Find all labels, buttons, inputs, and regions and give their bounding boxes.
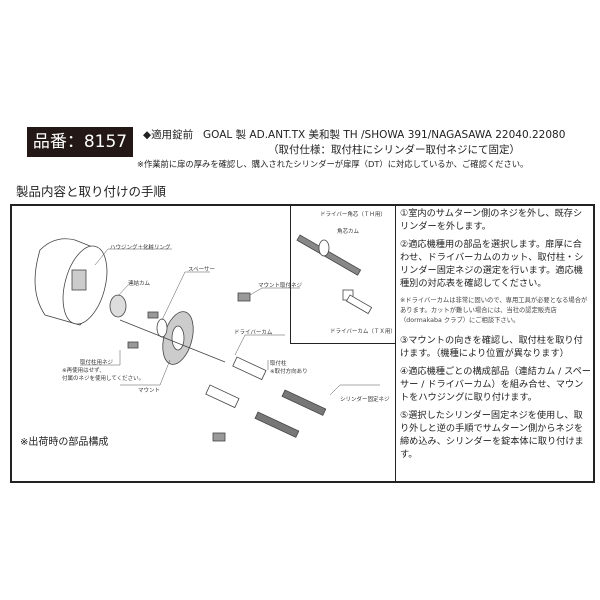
section-title: 製品内容と取り付けの手順 [16,184,167,199]
label-spacer: スペーサー [188,267,216,273]
link-cam-drawing [109,294,127,318]
label-cylinder-screw: シリンダー固定ネジ [340,397,390,403]
step-5: ⑤選択したシリンダー固定ネジを使用し、取り外しと逆の手順でサムターン側からネジを… [400,410,584,460]
mount-screw-drawing-2 [212,432,226,442]
alt-parts-inset [290,204,396,344]
label-driver-square-th: ドライバー角芯（ＴＨ用） [320,212,386,218]
label-post-screw-note1: ※再使用はせず、 [62,368,105,374]
label-housing: ハウジング＋化粧リング [110,245,171,251]
label-driver-cam: ドライバーカム [234,330,273,336]
label-link-cam: 連結カム [128,281,151,287]
applicable-models: GOAL 製 AD.ANT.TX 美和製 TH /SHOWA 391/NAGAS… [203,129,566,141]
step-2: ②適応機種用の部品を選択します。扉厚に合わせ、ドライバーカムのカット、取付柱・シ… [400,239,584,289]
shipping-note: ※出荷時の部品構成 [20,437,109,448]
diagram-frame [10,204,595,483]
label-post-screw: 取付柱用ネジ [80,360,114,366]
caution-note: ※作業前に扉の厚みを確認し、購入されたシリンダーが扉厚（DT）に対応しているか、… [137,159,529,169]
driver-cam-tx-drawing [345,294,373,315]
post-drawing-1 [232,356,267,381]
label-post-note: ※取付方向あり [270,369,308,375]
mount-screw-drawing [237,292,251,302]
spacer-drawing [156,318,168,338]
cylinder-screw-1 [281,389,327,416]
driver-square-th-drawing [296,234,362,276]
label-square-cam: 角芯カム [337,229,360,235]
product-number-badge: 品番：8157 [27,127,133,157]
step-3: ③マウントの向きを確認し、取付柱を取り付けます。（機種により位置が異なります） [400,335,583,359]
cylinder-screw-2 [254,411,300,438]
step-2-note: ※ドライバーカムは非常に固いので、専用工具が必要となる場合があります。カットが難… [400,297,588,324]
label-mount: マウント [138,388,161,394]
label-post: 取付柱 [270,361,287,367]
applicable-label: ◆適用錠前 [143,129,194,141]
label-mount-screw: マウント取付ネジ [258,283,303,289]
instruction-steps: ①室内のサムターン側のネジを外し、既存シリンダーを外します。 ②適応機種用の部品… [395,204,595,483]
label-driver-cam-tx: ドライバーカム（ＴＸ用） [330,329,396,335]
square-cam-drawing [318,239,330,257]
driver-cam-shaft [119,319,226,363]
housing-mechanism [71,269,87,291]
mount-spec: （取付仕様：取付柱にシリンダー取付ネジにて固定） [268,144,520,156]
step-1: ①室内のサムターン側のネジを外し、既存シリンダーを外します。 [400,208,583,232]
label-post-screw-note2: 付属のネジを使用してください。 [62,376,145,382]
post-drawing-2 [205,384,240,409]
step-4: ④適応機種ごとの構成部品（連結カム / スペーサー / ドライバーカム）を組み合… [400,366,591,403]
screw-2 [127,341,139,349]
screw-1 [147,311,159,319]
